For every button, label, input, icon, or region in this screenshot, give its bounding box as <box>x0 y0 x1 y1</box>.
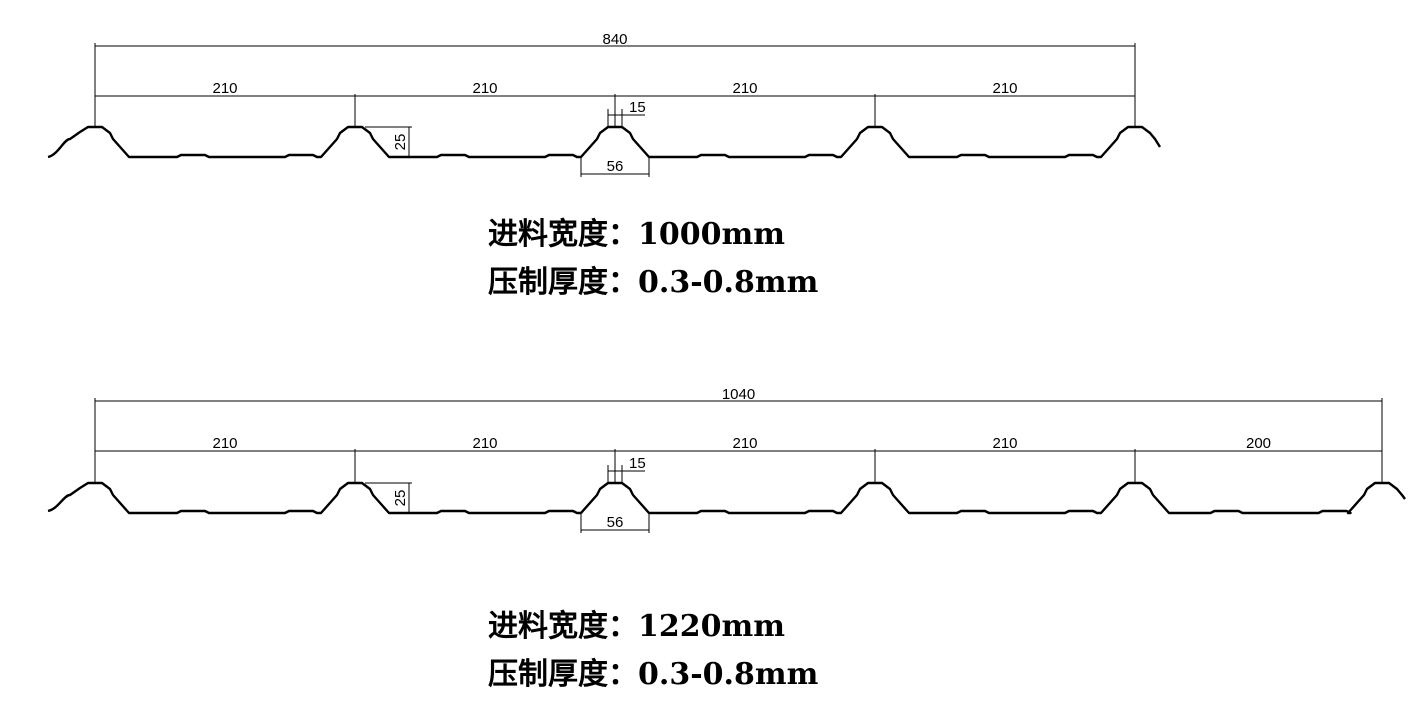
profile-outline <box>47 481 1406 515</box>
pitch-label: 210 <box>472 435 497 452</box>
profile-drawing-840: 840 210 210 210 210 25 15 56 <box>47 31 1162 177</box>
rib-height-label: 25 <box>392 490 409 507</box>
feed-width-line: 进料宽度：1220mm <box>488 612 818 660</box>
feed-width-label: 进料宽度： <box>488 609 638 644</box>
pitch-label: 200 <box>1246 435 1271 452</box>
thickness-value: 0.3-0.8mm <box>638 657 819 692</box>
rib-height-label: 25 <box>392 134 409 151</box>
overall-width-label: 1040 <box>722 386 755 403</box>
profile-outline <box>47 125 1162 159</box>
thickness-line: 压制厚度：0.3-0.8mm <box>488 660 818 708</box>
spec-block-1: 进料宽度：1000mm 压制厚度：0.3-0.8mm <box>488 220 818 316</box>
rib-bottom-width-label: 56 <box>607 158 624 175</box>
pitch-label: 210 <box>732 435 757 452</box>
feed-width-label: 进料宽度： <box>488 217 638 252</box>
pitch-label: 210 <box>212 80 237 97</box>
pitch-label: 210 <box>992 80 1017 97</box>
profile-drawing-1040: 1040 210 210 210 210 200 25 15 56 <box>47 386 1406 533</box>
feed-width-line: 进料宽度：1000mm <box>488 220 818 268</box>
thickness-label: 压制厚度： <box>488 265 638 300</box>
pitch-label: 210 <box>212 435 237 452</box>
spec-block-2: 进料宽度：1220mm 压制厚度：0.3-0.8mm <box>488 612 818 708</box>
feed-width-value: 1220mm <box>638 609 785 644</box>
thickness-line: 压制厚度：0.3-0.8mm <box>488 268 818 316</box>
pitch-label: 210 <box>472 80 497 97</box>
rib-top-width-label: 15 <box>629 99 646 116</box>
pitch-label: 210 <box>992 435 1017 452</box>
thickness-value: 0.3-0.8mm <box>638 265 819 300</box>
rib-top-width-label: 15 <box>629 455 646 472</box>
pitch-label: 210 <box>732 80 757 97</box>
overall-width-label: 840 <box>602 31 627 48</box>
rib-bottom-width-label: 56 <box>607 514 624 531</box>
thickness-label: 压制厚度： <box>488 657 638 692</box>
feed-width-value: 1000mm <box>638 217 785 252</box>
